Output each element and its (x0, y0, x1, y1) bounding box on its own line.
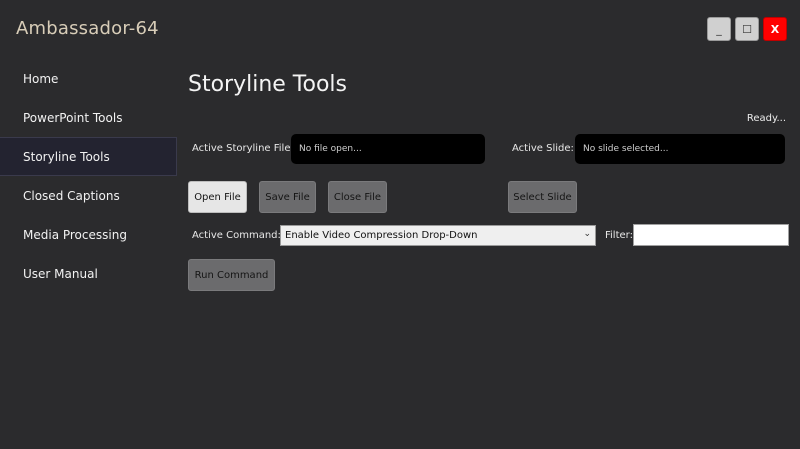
status-text: Ready... (746, 113, 786, 124)
save-file-button[interactable]: Save File (259, 181, 316, 213)
command-label: Active Command: (192, 230, 281, 241)
command-dropdown[interactable]: Enable Video Compression Drop-Down ⌄ (280, 225, 596, 246)
active-slide-label: Active Slide: (512, 143, 574, 154)
sidebar-item-media-processing[interactable]: Media Processing (23, 227, 127, 242)
page-title: Storyline Tools (188, 72, 348, 97)
close-file-button[interactable]: Close File (328, 181, 387, 213)
chevron-down-icon: ⌄ (583, 229, 591, 239)
sidebar-item-powerpoint-tools[interactable]: PowerPoint Tools (23, 110, 123, 125)
active-file-label: Active Storyline File: (192, 143, 294, 154)
sidebar: Home PowerPoint Tools Storyline Tools Cl… (0, 59, 177, 293)
maximize-button[interactable]: ☐ (735, 17, 759, 41)
open-file-button[interactable]: Open File (188, 181, 247, 213)
command-dropdown-value: Enable Video Compression Drop-Down (285, 230, 478, 241)
sidebar-item-closed-captions[interactable]: Closed Captions (23, 188, 120, 203)
app-title: Ambassador-64 (16, 18, 159, 39)
active-slide-field: No slide selected... (575, 134, 785, 164)
minimize-button[interactable]: _ (707, 17, 731, 41)
filter-input[interactable] (633, 224, 789, 246)
select-slide-button[interactable]: Select Slide (508, 181, 577, 213)
sidebar-item-storyline-tools[interactable]: Storyline Tools (0, 137, 177, 176)
active-file-field: No file open... (291, 134, 485, 164)
run-command-button[interactable]: Run Command (188, 259, 275, 291)
sidebar-item-home[interactable]: Home (23, 71, 59, 86)
close-button[interactable]: X (763, 17, 787, 41)
sidebar-item-user-manual[interactable]: User Manual (23, 266, 98, 281)
filter-label: Filter: (605, 230, 633, 241)
